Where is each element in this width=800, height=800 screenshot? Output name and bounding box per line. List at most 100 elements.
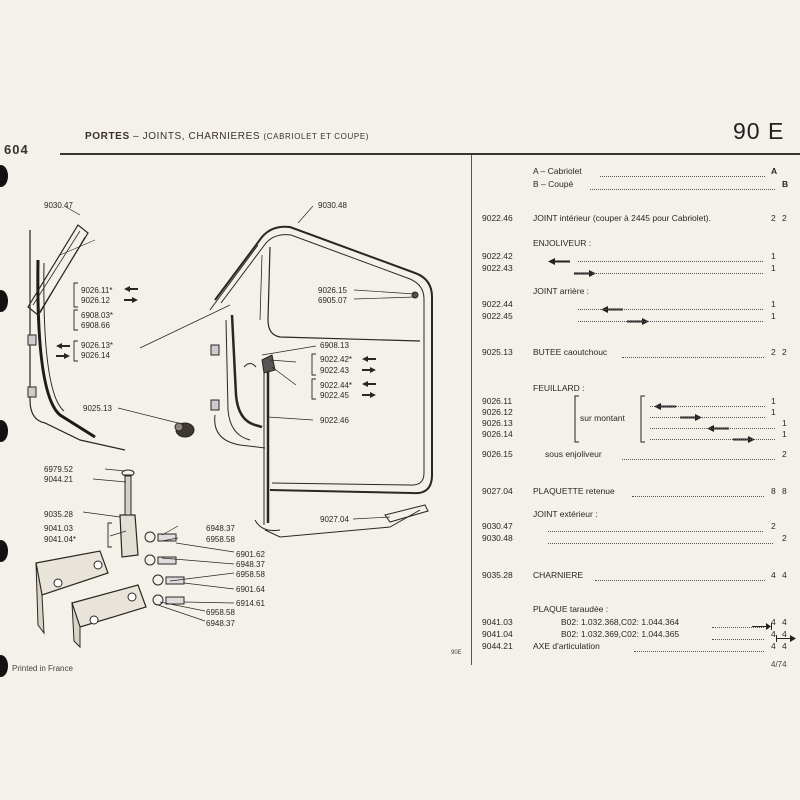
qty-a: 1 — [771, 407, 776, 417]
dot-leader — [578, 308, 763, 310]
diagram-label: 9026.13* — [81, 341, 114, 350]
part-code: 9022.43 — [482, 263, 513, 273]
footer-code: 90E — [451, 650, 462, 656]
legend-cabriolet-code: A — [771, 166, 778, 176]
qty-b: 4 — [782, 570, 787, 580]
part-desc: PLAQUETTE retenue — [533, 486, 615, 496]
diagram-label: 9035.28 — [44, 510, 73, 519]
qty-b: 2 — [782, 533, 787, 543]
binder-hole — [0, 165, 8, 187]
qty-a: 1 — [771, 311, 776, 321]
diagram-label: 9027.04 — [320, 515, 349, 524]
part-code: 9041.03 — [482, 617, 513, 627]
diagram-label: 9044.21 — [44, 475, 73, 484]
group-title: FEUILLARD : — [533, 383, 585, 393]
dot-leader — [650, 438, 775, 440]
diagram-label: 6958.58 — [206, 535, 235, 544]
part-desc: B02: 1.032.369,C02: 1.044.365 — [561, 629, 680, 639]
legend-coupe: B – Coupé — [533, 179, 574, 189]
part-desc: JOINT intérieur (couper à 2445 pour Cabr… — [533, 213, 711, 223]
diagram-label: 9022.46 — [320, 416, 349, 425]
diagram-label: 9030.47 — [44, 201, 73, 210]
qty-a: 2 — [771, 347, 776, 357]
diagram-label: 6948.37 — [236, 560, 265, 569]
qty-b: 1 — [782, 429, 787, 439]
diagram-label: 6908.13 — [320, 341, 349, 350]
title-main: PORTES — [85, 131, 130, 142]
group-title: JOINT arrière : — [533, 286, 590, 296]
qty-a: 1 — [771, 251, 776, 261]
part-code: 9026.11 — [482, 396, 513, 406]
diagram-label: 6958.58 — [236, 570, 265, 579]
page-number: 90 E — [733, 118, 785, 144]
part-code: 9044.21 — [482, 641, 513, 651]
diagram-label: 9026.15 — [318, 286, 347, 295]
page-title: PORTES – JOINTS, CHARNIERES (CABRIOLET E… — [85, 131, 369, 142]
dot-leader — [600, 175, 765, 177]
part-code: 9026.13 — [482, 418, 513, 428]
diagram-label: 9022.45 — [320, 391, 349, 400]
part-code: 9030.47 — [482, 521, 513, 531]
diagram-label: 9041.03 — [44, 524, 73, 533]
dot-leader — [548, 530, 763, 532]
qty-a: 8 — [771, 486, 776, 496]
part-code: 9026.15 — [482, 449, 513, 459]
part-code: 9027.04 — [482, 486, 513, 496]
group-title: JOINT extérieur : — [533, 509, 598, 519]
arrow-left-icon — [548, 258, 570, 266]
arrow-to-bar-icon — [751, 623, 772, 631]
footer-page-number: 4/74 — [771, 660, 787, 669]
qty-a: 1 — [771, 396, 776, 406]
qty-a: 1 — [771, 263, 776, 273]
part-code: 9026.14 — [482, 429, 513, 439]
diagram-label: 9022.44* — [320, 381, 353, 390]
dot-leader — [578, 260, 763, 262]
legend-coupe-code: B — [782, 179, 789, 189]
qty-b: 8 — [782, 486, 787, 496]
binder-hole — [0, 290, 8, 312]
qty-a: 4 — [771, 617, 776, 627]
binder-hole — [0, 420, 8, 442]
diagram-label: 6979.52 — [44, 465, 73, 474]
diagram-label: 6948.37 — [206, 524, 235, 533]
part-code: 9035.28 — [482, 570, 513, 580]
part-code: 9022.46 — [482, 213, 513, 223]
diagram-label: 6908.03* — [81, 311, 114, 320]
group-title: PLAQUE taraudée : — [533, 604, 609, 614]
qty-a: 2 — [771, 521, 776, 531]
dot-leader — [712, 626, 764, 628]
header-rule — [60, 153, 800, 155]
part-code: 9041.04 — [482, 629, 513, 639]
dot-leader — [578, 320, 763, 322]
diagram-label: 9041.04* — [44, 535, 77, 544]
binder-hole — [0, 655, 8, 677]
diagram-label: 9022.42* — [320, 355, 353, 364]
part-code: 9022.45 — [482, 311, 513, 321]
qty-b: 2 — [782, 347, 787, 357]
dot-leader — [634, 650, 764, 652]
dot-leader — [650, 416, 765, 418]
diagram-label: 9022.43 — [320, 366, 349, 375]
qty-a: 4 — [771, 570, 776, 580]
diagram-label: 9025.13 — [83, 404, 112, 413]
part-desc: CHARNIERE — [533, 570, 584, 580]
exploded-diagram — [27, 205, 433, 649]
qty-a: 1 — [771, 299, 776, 309]
part-code: 9026.12 — [482, 407, 513, 417]
part-code: 9022.44 — [482, 299, 513, 309]
diagram-label: 6901.64 — [236, 585, 265, 594]
sur-montant-label: sur montant — [580, 413, 625, 423]
part-code: 9025.13 — [482, 347, 513, 357]
diagram-label: 9026.11* — [81, 286, 113, 295]
diagram-label: 9030.48 — [318, 201, 347, 210]
diagram-label: 6905.07 — [318, 296, 347, 305]
feuillard-brackets — [574, 395, 645, 443]
binder-hole — [0, 540, 8, 562]
qty-a: 4 — [771, 641, 776, 651]
part-desc: BUTEE caoutchouc — [533, 347, 608, 357]
qty-b: 1 — [782, 418, 787, 428]
dot-leader — [712, 638, 764, 640]
qty-b: 4 — [782, 617, 787, 627]
qty-b: 2 — [782, 449, 787, 459]
diagram-label: 6908.66 — [81, 321, 110, 330]
